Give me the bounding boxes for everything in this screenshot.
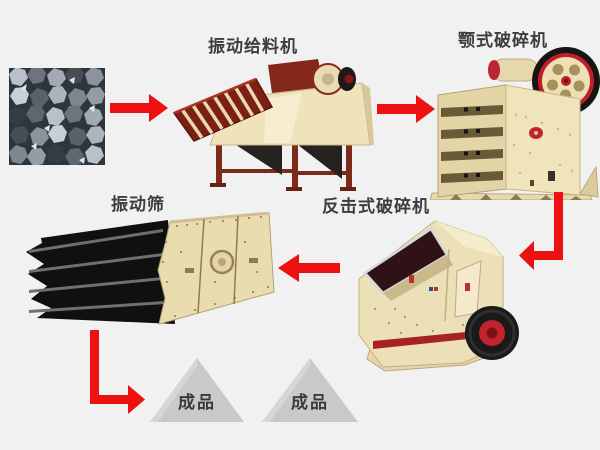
arrow-impact-to-screen-icon <box>278 254 340 282</box>
product-pile-shape <box>262 358 358 422</box>
product-label-2: 成品 <box>291 393 329 412</box>
product-triangle-2: 成品 <box>260 356 360 424</box>
product-label-1: 成品 <box>178 393 216 412</box>
arrow-screen-to-product-icon <box>90 330 145 414</box>
raw-material-photo <box>9 68 105 165</box>
vibrating-screen-illustration <box>26 212 275 325</box>
jaw-crusher-label: 颚式破碎机 <box>458 31 548 50</box>
jaw-crusher-illustration <box>430 47 600 200</box>
vibrating-feeder-label: 振动给料机 <box>208 37 298 56</box>
impact-crusher-illustration <box>358 220 519 372</box>
product-pile-shape <box>150 358 244 422</box>
product-triangle-1: 成品 <box>148 356 246 424</box>
vibrating-feeder-illustration <box>172 59 374 191</box>
arrow-jaw-to-impact-icon <box>519 192 563 270</box>
vibrating-screen-label: 振动筛 <box>111 195 165 214</box>
arrow-raw-to-feeder-icon <box>110 94 168 122</box>
arrow-feeder-to-jaw-icon <box>377 95 435 123</box>
impact-crusher-label: 反击式破碎机 <box>322 197 430 216</box>
